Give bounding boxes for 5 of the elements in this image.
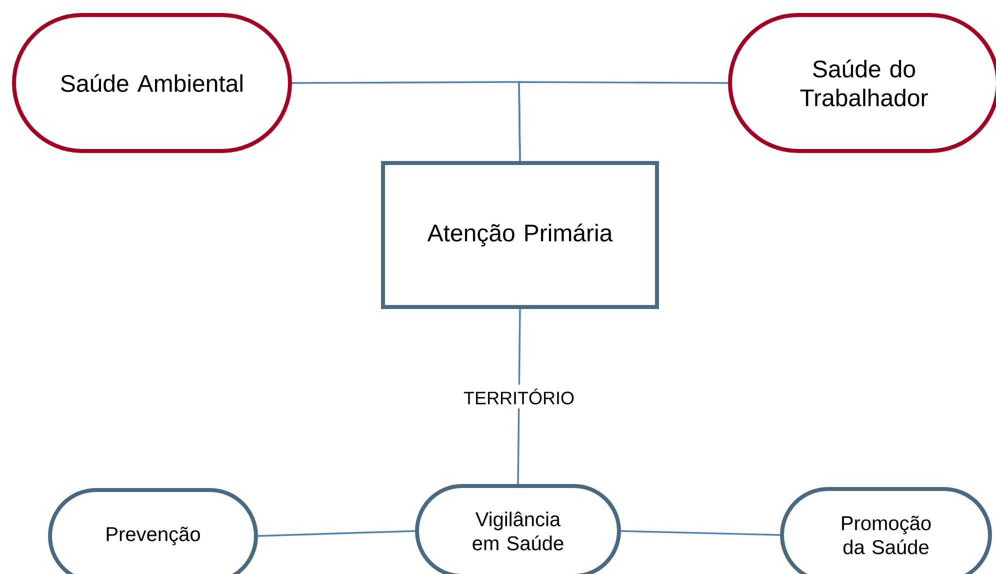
process-box: Atenção Primária	[381, 161, 659, 309]
connector-line	[258, 530, 416, 537]
connector-line	[518, 81, 728, 161]
edge-label: TERRITÓRIO	[460, 384, 578, 408]
connector-line	[620, 530, 780, 536]
